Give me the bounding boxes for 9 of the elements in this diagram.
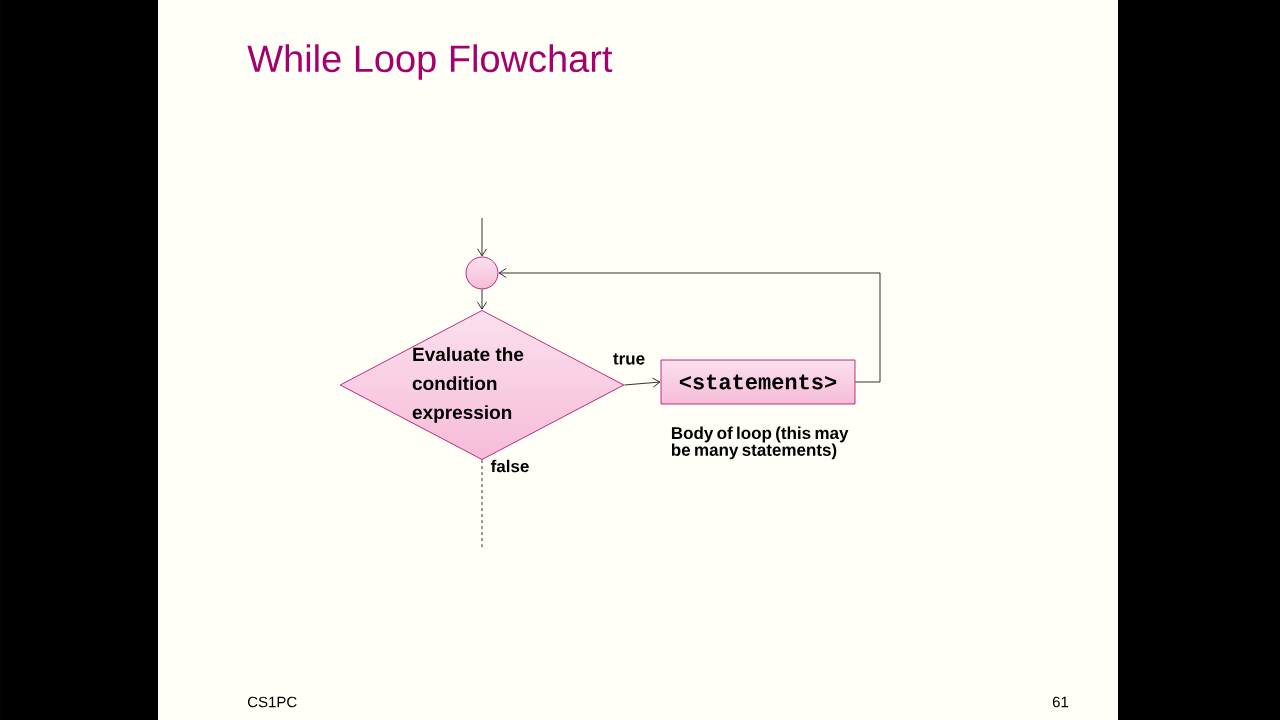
page-number: 61 xyxy=(1052,696,1069,708)
slide-title: While Loop Flowchart xyxy=(247,44,613,80)
course-code: CS1PC xyxy=(248,696,297,708)
caption-text: Body of loop (this may be many statements) xyxy=(671,426,849,460)
process-box: <statements> xyxy=(660,359,856,405)
arrow xyxy=(477,217,487,257)
arrow xyxy=(623,377,661,388)
arrow xyxy=(477,289,487,310)
arrow xyxy=(498,268,881,383)
